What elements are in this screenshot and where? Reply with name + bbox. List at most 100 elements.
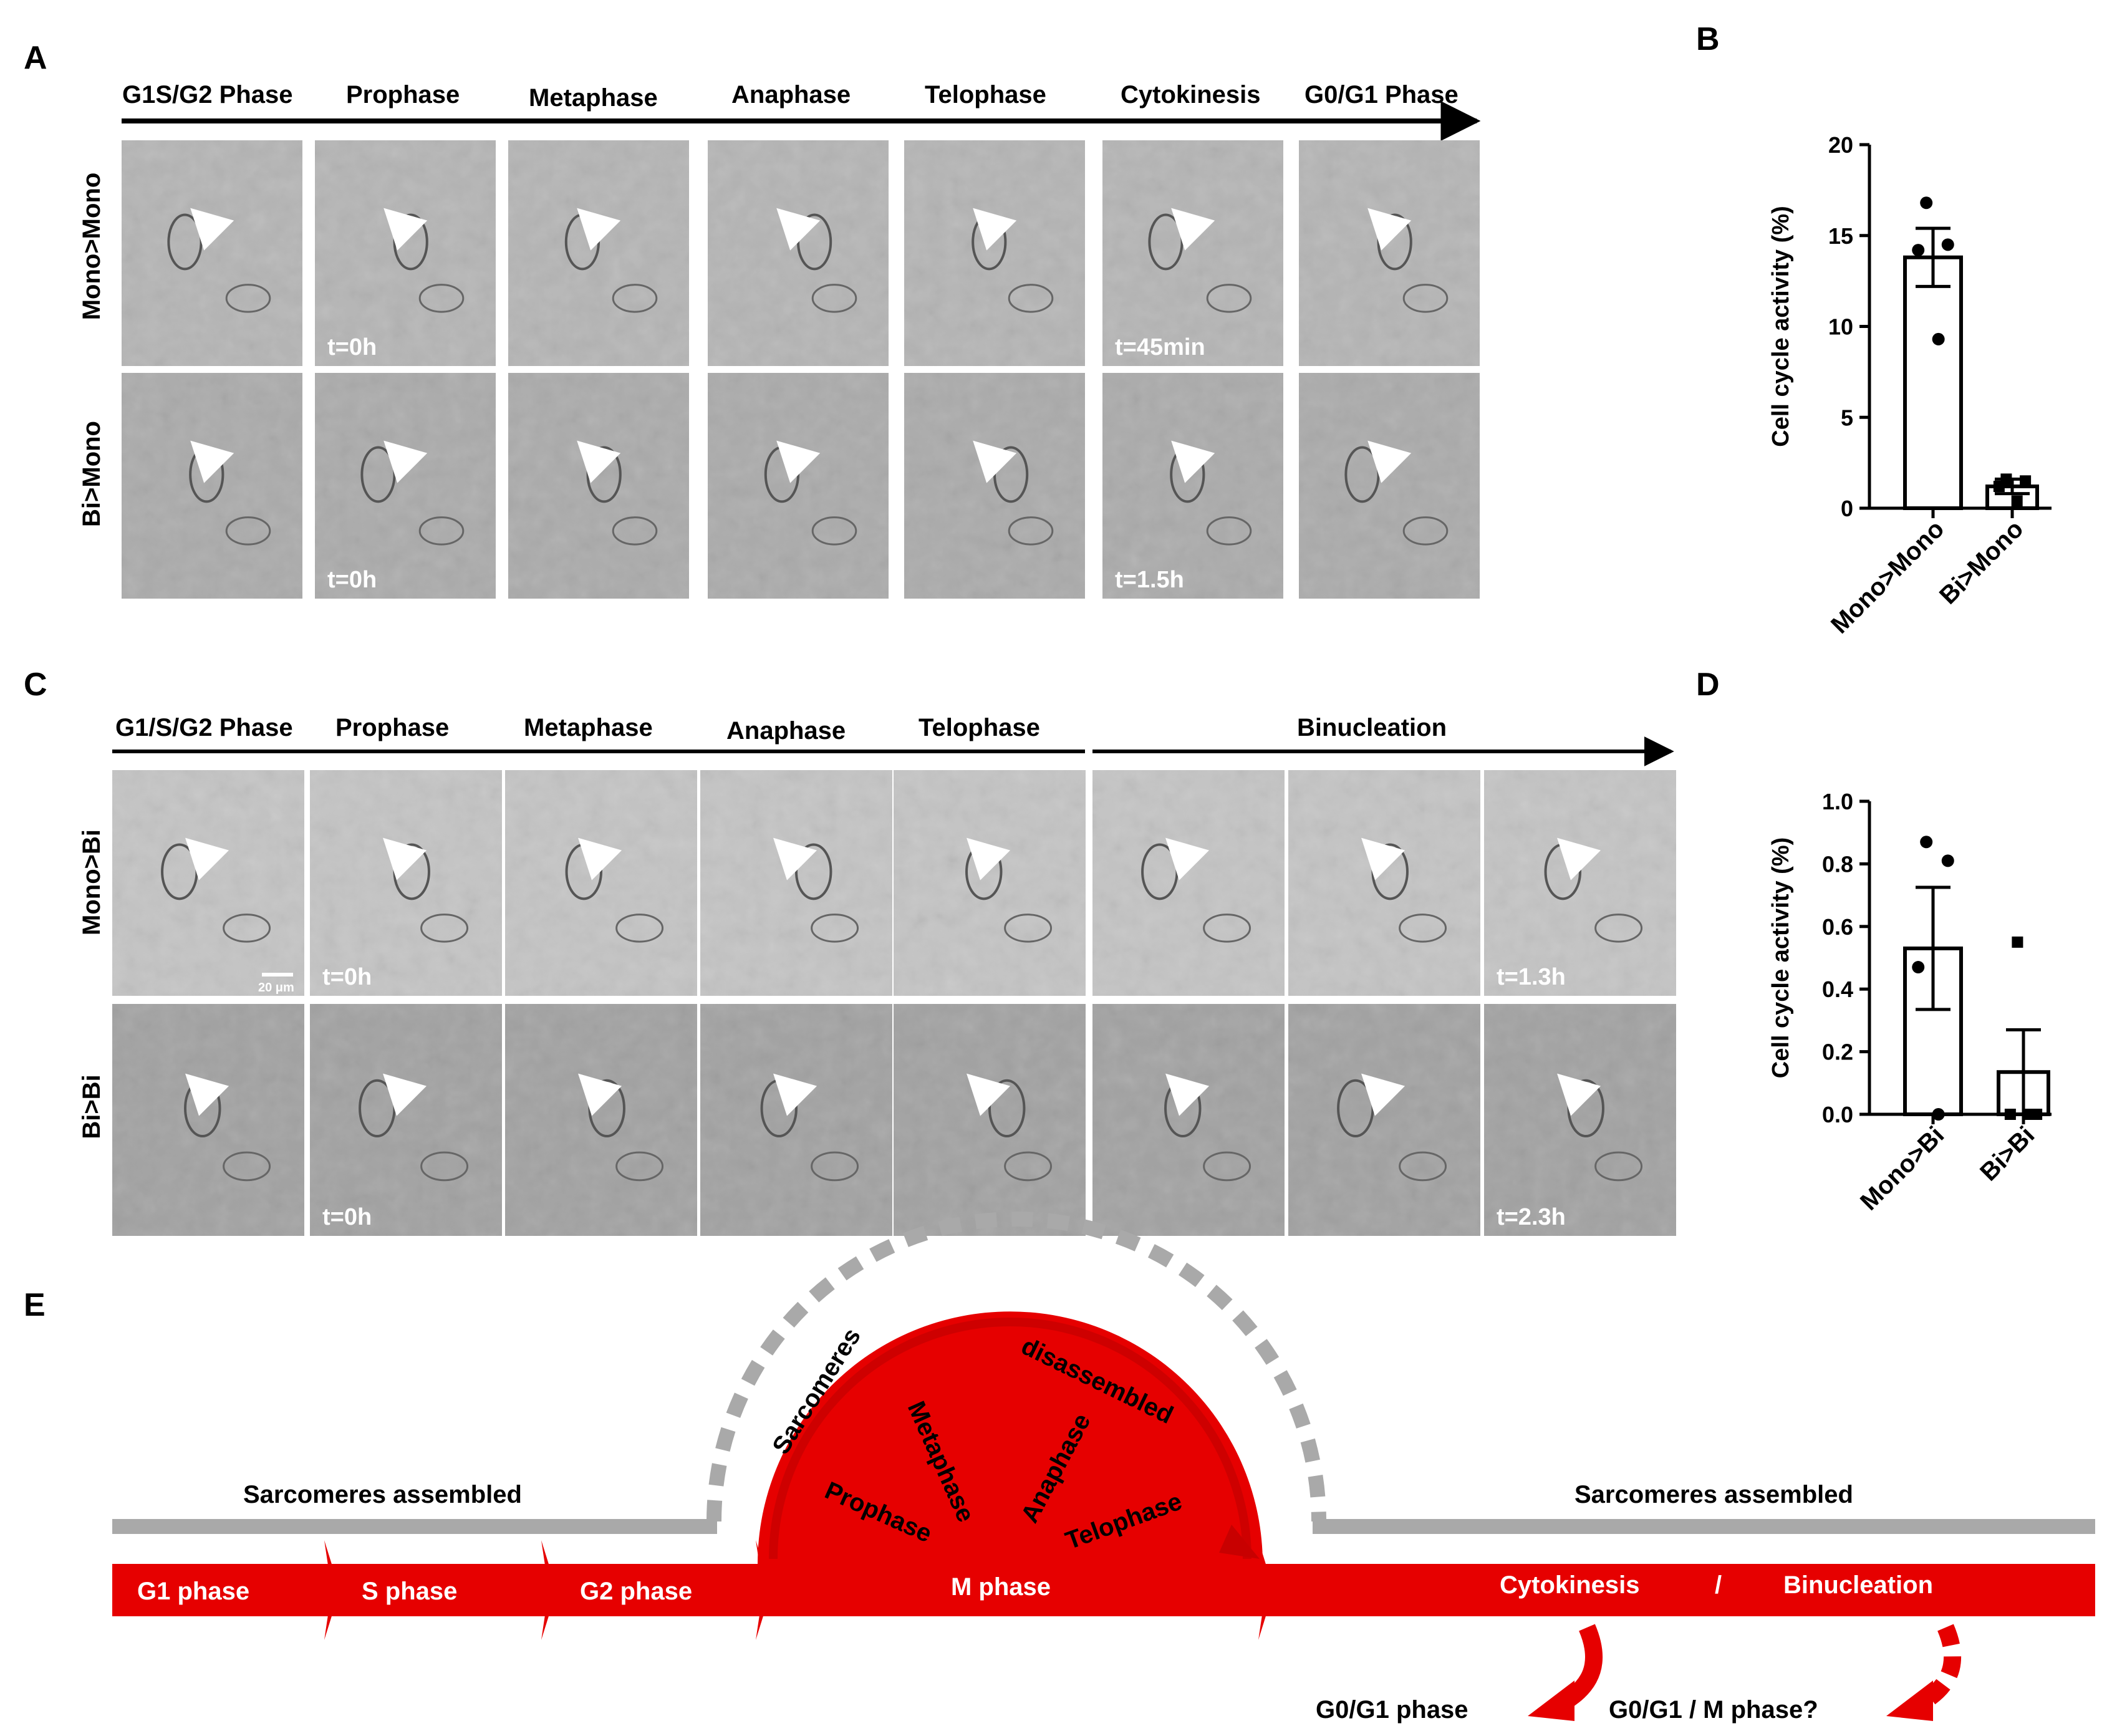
micrograph-tile: t=0h: [310, 1004, 502, 1236]
cell-cycle-bar: [112, 1564, 2095, 1616]
m-phase-arrowhead: [1219, 1525, 1260, 1559]
cell-shape: [1206, 284, 1252, 313]
cell-shape: [795, 843, 832, 900]
micrograph-tile: [1288, 1004, 1480, 1236]
y-tick-label: 10: [1828, 314, 1853, 340]
cell-shape: [1203, 1151, 1251, 1182]
phase-label: Anaphase: [731, 81, 851, 109]
y-axis-label: Cell cycle activity (%): [1768, 206, 1794, 447]
arrowhead-marker: [190, 440, 234, 483]
micrograph-texture: [1299, 140, 1480, 366]
timestamp-label: t=1.5h: [1115, 567, 1184, 593]
phase-label: Cytokinesis: [1121, 81, 1261, 109]
micrograph-texture: [708, 373, 889, 599]
cell-shape: [360, 446, 396, 503]
y-tick-label: 0.8: [1822, 851, 1853, 877]
micrograph-tile: t=1.5h: [1102, 373, 1283, 599]
data-point: [1912, 244, 1925, 257]
micrograph-tile: [904, 140, 1085, 366]
arrowhead-marker: [967, 837, 1011, 880]
micrograph-tile: [708, 140, 889, 366]
micrograph-tile: t=0h: [315, 140, 496, 366]
arrowhead-marker: [383, 440, 428, 483]
cell-shape: [225, 284, 271, 313]
phase-label: Metaphase: [524, 714, 653, 741]
data-point: [1993, 481, 2005, 493]
micrograph-texture: [1102, 373, 1283, 599]
cell-shape: [1008, 516, 1054, 546]
cell-shape: [1399, 914, 1447, 943]
cell-shape: [223, 914, 271, 943]
arrowhead-marker: [776, 440, 821, 483]
micrograph-texture: [1288, 1004, 1480, 1236]
binucleation-label: Binucleation: [1297, 714, 1447, 741]
phase-label: Prophase: [335, 714, 449, 741]
micrograph-tile: [700, 770, 892, 996]
micrograph-tile: [894, 770, 1086, 996]
data-point: [2022, 1109, 2034, 1120]
micrograph-tile: t=0h: [315, 373, 496, 599]
cell-shape: [988, 1079, 1026, 1138]
cytokinesis-label: Cytokinesis: [1500, 1571, 1640, 1599]
cell-shape: [811, 284, 857, 313]
y-tick-label: 20: [1828, 132, 1853, 158]
stage-g1: G1 phase: [137, 1578, 249, 1605]
arrowhead-marker: [578, 1073, 622, 1116]
micrograph-texture: [315, 140, 496, 366]
x-tick-label: Mono>Bi: [1855, 1121, 1949, 1215]
timestamp-label: t=1.3h: [1497, 964, 1566, 990]
x-tick-label: Mono>Mono: [1826, 515, 1949, 639]
data-point: [2011, 495, 2023, 507]
micrograph-texture: [708, 140, 889, 366]
cell-shape: [1344, 446, 1380, 503]
y-tick-label: 0.4: [1822, 977, 1853, 1002]
micrograph-tile: [122, 140, 302, 366]
data-point: [1912, 961, 1925, 974]
micrograph-texture: [310, 1004, 502, 1236]
data-point: [2012, 936, 2023, 948]
data-point: [1941, 238, 1954, 251]
assembled-label-left: Sarcomeres assembled: [243, 1481, 522, 1508]
data-point: [2020, 475, 2032, 487]
timestamp-label: t=45min: [1115, 334, 1205, 360]
cell-shape: [811, 1151, 859, 1182]
arrowhead-marker: [1557, 1073, 1601, 1116]
phase-label: Prophase: [346, 81, 460, 109]
micrograph-tile: t=0h: [310, 770, 502, 996]
assembled-bar-right: [1313, 1519, 2095, 1534]
micrograph-tile: [1299, 140, 1480, 366]
micrograph-tile: t=2.3h: [1484, 1004, 1676, 1236]
panel-label-c: C: [24, 667, 47, 703]
micrograph-tile: [1288, 770, 1480, 996]
micrograph-texture: [505, 1004, 697, 1236]
arrowhead-marker: [1361, 1073, 1406, 1116]
arrowhead-marker: [776, 208, 821, 251]
cell-shape: [1004, 914, 1053, 943]
micrograph-texture: [122, 140, 302, 366]
data-point: [1932, 332, 1945, 345]
panel-label-b: B: [1696, 21, 1720, 57]
cell-shape: [223, 1151, 271, 1182]
y-tick-label: 0.0: [1822, 1102, 1853, 1127]
y-tick-label: 0.6: [1822, 914, 1853, 940]
cell-shape: [615, 1151, 664, 1182]
panel-label-d: D: [1696, 667, 1720, 703]
cell-shape: [1206, 516, 1252, 546]
micrograph-tile: [1092, 770, 1285, 996]
disassembly-arc: [706, 1212, 1326, 1522]
data-point: [1920, 196, 1933, 210]
micrograph-tile: t=45min: [1102, 140, 1283, 366]
arrowhead-marker: [1171, 440, 1215, 483]
arrowhead-marker: [383, 1073, 427, 1116]
arrowhead-marker: [1165, 837, 1210, 880]
micrograph-tile: [508, 140, 689, 366]
arrowhead-marker: [577, 208, 621, 251]
timestamp-label: t=0h: [327, 567, 377, 593]
cell-shape: [393, 213, 428, 271]
bar: [1903, 255, 1963, 510]
stage-separator: [541, 1540, 557, 1640]
binucleation-stage-label: Binucleation: [1783, 1571, 1933, 1599]
data-point: [2004, 1109, 2016, 1120]
